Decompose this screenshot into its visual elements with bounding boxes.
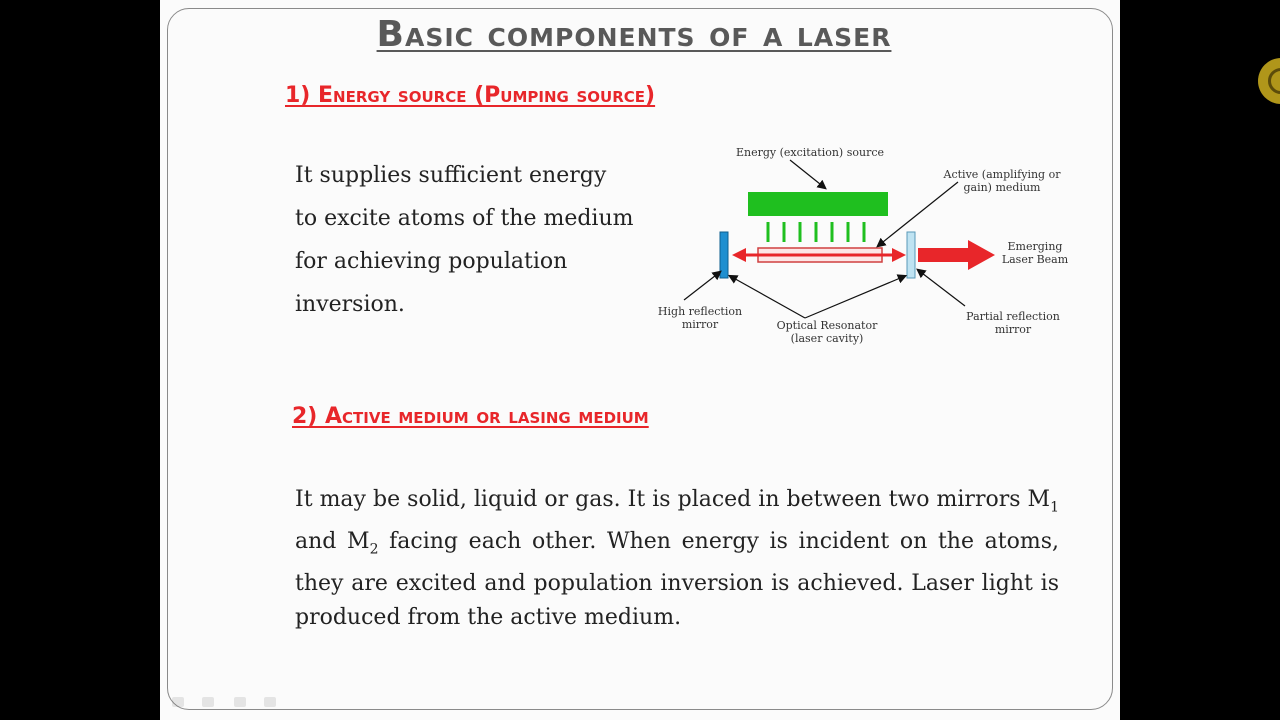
slide-toolbar [166,693,286,713]
section1-text: It supplies sufficient energy to excite … [295,154,655,326]
laser-diagram: Energy (excitation) source Active (ampli… [650,140,1090,360]
section1-heading: 1) Energy source (Pumping source) [285,83,656,108]
internal-arrow-left [732,248,746,262]
resonator-label: Optical Resonator(laser cavity) [776,319,878,345]
partial-reflection-mirror [906,231,916,279]
section1-line: for achieving population [295,249,568,274]
section2-heading: 2) Active medium or lasing medium [292,404,649,429]
slide: Basic components of a laser 1) Energy so… [160,0,1120,720]
emerging-beam-arrow [918,240,995,270]
section1-line: It supplies sufficient energy [295,163,607,188]
next-icon[interactable] [264,697,276,707]
section1-line: to excite atoms of the medium [295,206,634,231]
energy-source-label: Energy (excitation) source [735,146,884,159]
section1-line: inversion. [295,292,405,317]
section2-text: It may be solid, liquid or gas. It is pl… [295,487,1059,631]
slide-title: Basic components of a laser [376,14,892,55]
energy-source-block [748,192,888,216]
high-reflection-mirror [719,231,729,279]
channel-logo-icon [1258,58,1280,104]
slide-frame [167,8,1113,710]
pen-icon[interactable] [202,697,214,707]
internal-arrow-right [892,248,906,262]
arrow-icon[interactable] [172,697,184,707]
laser-diagram-svg [683,159,995,319]
pump-lines [766,222,866,242]
menu-icon[interactable] [234,697,246,707]
